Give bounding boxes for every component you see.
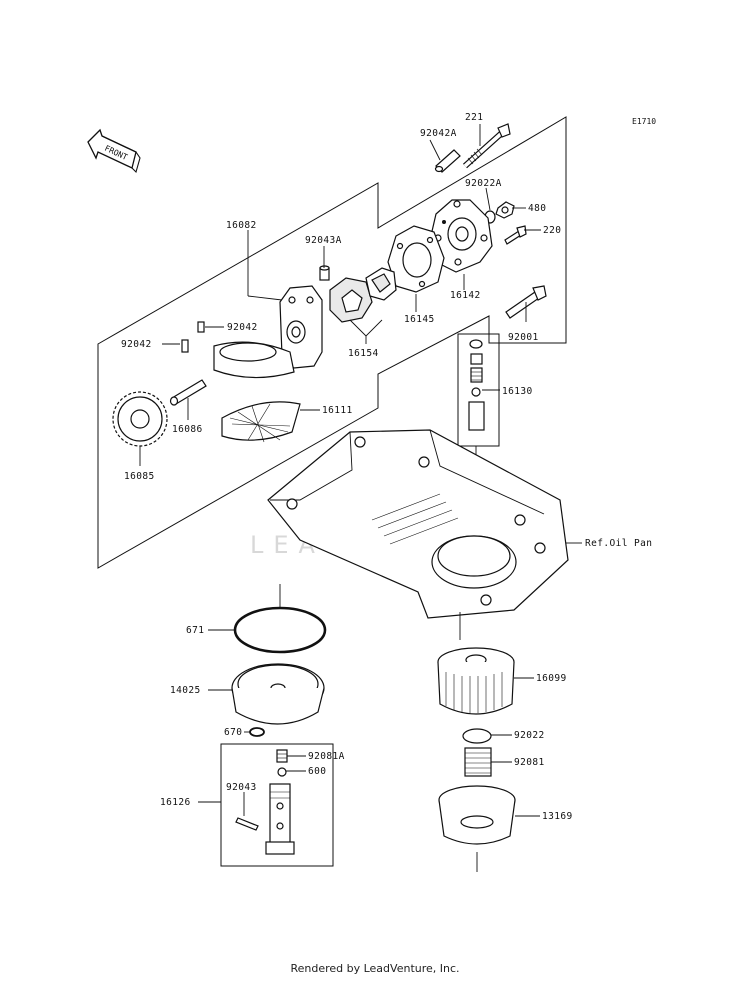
label-670: 670 — [224, 727, 242, 738]
label-221: 221 — [465, 112, 483, 123]
label-480: 480 — [528, 203, 546, 214]
cup-13169 — [438, 785, 516, 872]
oring-670 — [249, 727, 265, 737]
label-671: 671 — [186, 625, 204, 636]
label-92042A: 92042A — [420, 128, 457, 139]
dowel-92042-b — [181, 339, 189, 353]
screen-16111 — [221, 401, 301, 443]
dowel-92042-a — [197, 321, 205, 333]
label-16130: 16130 — [502, 386, 533, 397]
bolt-92001 — [505, 285, 547, 319]
label-92042-a: 92042 — [227, 322, 258, 333]
bolt-220 — [504, 225, 527, 245]
label-16099: 16099 — [536, 673, 567, 684]
pump-body-16082 — [213, 285, 323, 379]
label-16145: 16145 — [404, 314, 435, 325]
circlip-480 — [495, 201, 515, 219]
label-600: 600 — [308, 766, 326, 777]
rotors-16154 — [329, 267, 397, 323]
ball-600 — [277, 767, 287, 777]
pump-cover-16142 — [429, 199, 493, 273]
pin-92043A — [319, 265, 330, 281]
pin-92043 — [235, 817, 259, 831]
label-16154: 16154 — [348, 348, 379, 359]
label-16111: 16111 — [322, 405, 353, 416]
oil-pump-frame — [97, 116, 567, 569]
oil-filter-16099 — [437, 612, 515, 715]
diagram-code: E1710 — [632, 117, 656, 126]
label-16082: 16082 — [226, 220, 257, 231]
dowel-92042A — [434, 149, 461, 173]
label-16086: 16086 — [172, 424, 203, 435]
label-14025: 14025 — [170, 685, 201, 696]
label-92042-b: 92042 — [121, 339, 152, 350]
spring-92081 — [464, 747, 492, 777]
label-92022A: 92022A — [465, 178, 502, 189]
footer-credit: Rendered by LeadVenture, Inc. — [290, 962, 460, 975]
shaft-16086 — [169, 379, 207, 406]
label-13169: 13169 — [542, 811, 573, 822]
bypass-valve-frame — [220, 743, 334, 867]
filter-cover-14025 — [231, 663, 325, 725]
spring-92081A — [276, 749, 288, 763]
label-92022: 92022 — [514, 730, 545, 741]
label-16142: 16142 — [450, 290, 481, 301]
gasket-16145 — [387, 225, 445, 293]
washer-92022 — [462, 728, 492, 744]
bolt-16126 — [265, 783, 295, 855]
gear-16085 — [112, 391, 168, 447]
oring-671 — [233, 584, 327, 654]
label-220: 220 — [543, 225, 561, 236]
relief-valve-16130 — [468, 339, 485, 464]
label-92001: 92001 — [508, 332, 539, 343]
label-92081: 92081 — [514, 757, 545, 768]
label-92081A: 92081A — [308, 751, 345, 762]
label-16126: 16126 — [160, 797, 191, 808]
label-ref-oil-pan: Ref.Oil Pan — [585, 538, 652, 549]
label-92043: 92043 — [226, 782, 257, 793]
front-arrow-icon: FRONT — [87, 128, 141, 174]
label-92043A: 92043A — [305, 235, 342, 246]
bolt-221 — [462, 123, 511, 169]
label-16085: 16085 — [124, 471, 155, 482]
oil-pan — [267, 429, 569, 619]
